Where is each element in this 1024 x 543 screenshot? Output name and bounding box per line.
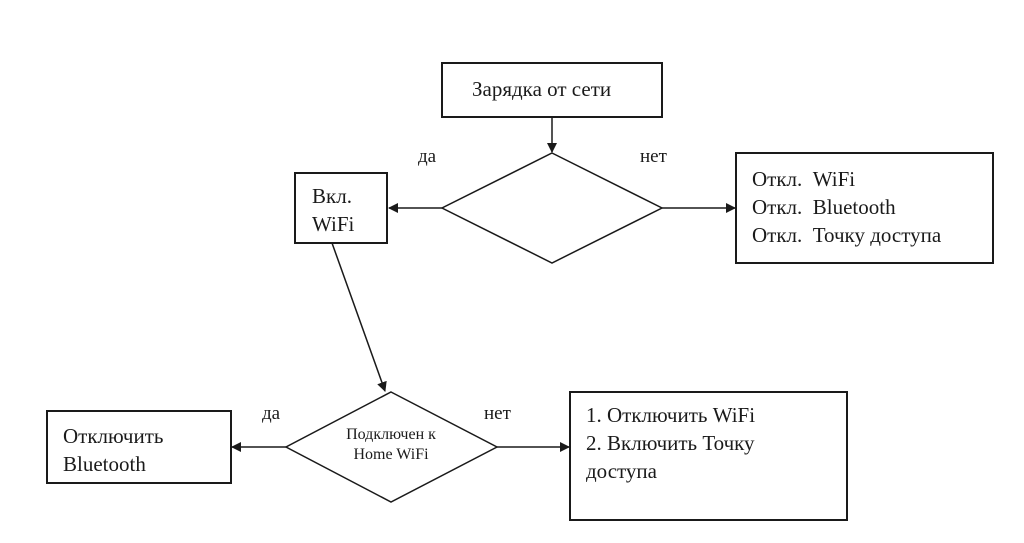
node-hotspot-line-2: 2. Включить Точку	[586, 431, 755, 455]
node-all-off-line-1: Откл. WiFi	[752, 167, 856, 191]
node-wifi-on-line-1: Вкл.	[312, 184, 352, 208]
node-bt-off-line-2: Bluetooth	[63, 452, 146, 476]
edge-label-d2-no: нет	[484, 403, 511, 424]
node-all-off: Откл. WiFi Откл. Bluetooth Откл. Точку д…	[735, 152, 994, 264]
decision-diamond-home-wifi	[284, 391, 499, 503]
node-charging: Зарядка от сети	[441, 62, 663, 118]
edge-label-d1-no: нет	[640, 146, 667, 167]
node-charging-text: Зарядка от сети	[472, 77, 612, 101]
decision2-line-1: Подключен к	[346, 426, 436, 443]
node-all-off-line-2: Откл. Bluetooth	[752, 195, 896, 219]
edge-label-d1-yes: да	[418, 146, 437, 167]
node-hotspot: 1. Отключить WiFi 2. Включить Точку дост…	[569, 391, 848, 521]
decision2-text: Подключен к Home WiFi	[316, 425, 466, 465]
node-all-off-line-3: Откл. Точку доступа	[752, 223, 942, 247]
node-bt-off: Отключить Bluetooth	[46, 410, 232, 484]
arrow-wifi-on-to-decision2	[331, 242, 387, 392]
node-wifi-on: Вкл. WiFi	[294, 172, 388, 244]
node-hotspot-line-3: доступа	[586, 459, 657, 483]
node-bt-off-line-1: Отключить	[63, 424, 164, 448]
decision-diamond-charging	[440, 152, 664, 264]
edge-label-d2-yes: да	[262, 403, 281, 424]
node-wifi-on-line-2: WiFi	[312, 212, 355, 236]
decision2-line-2: Home WiFi	[353, 446, 429, 463]
node-hotspot-line-1: 1. Отключить WiFi	[586, 403, 756, 427]
